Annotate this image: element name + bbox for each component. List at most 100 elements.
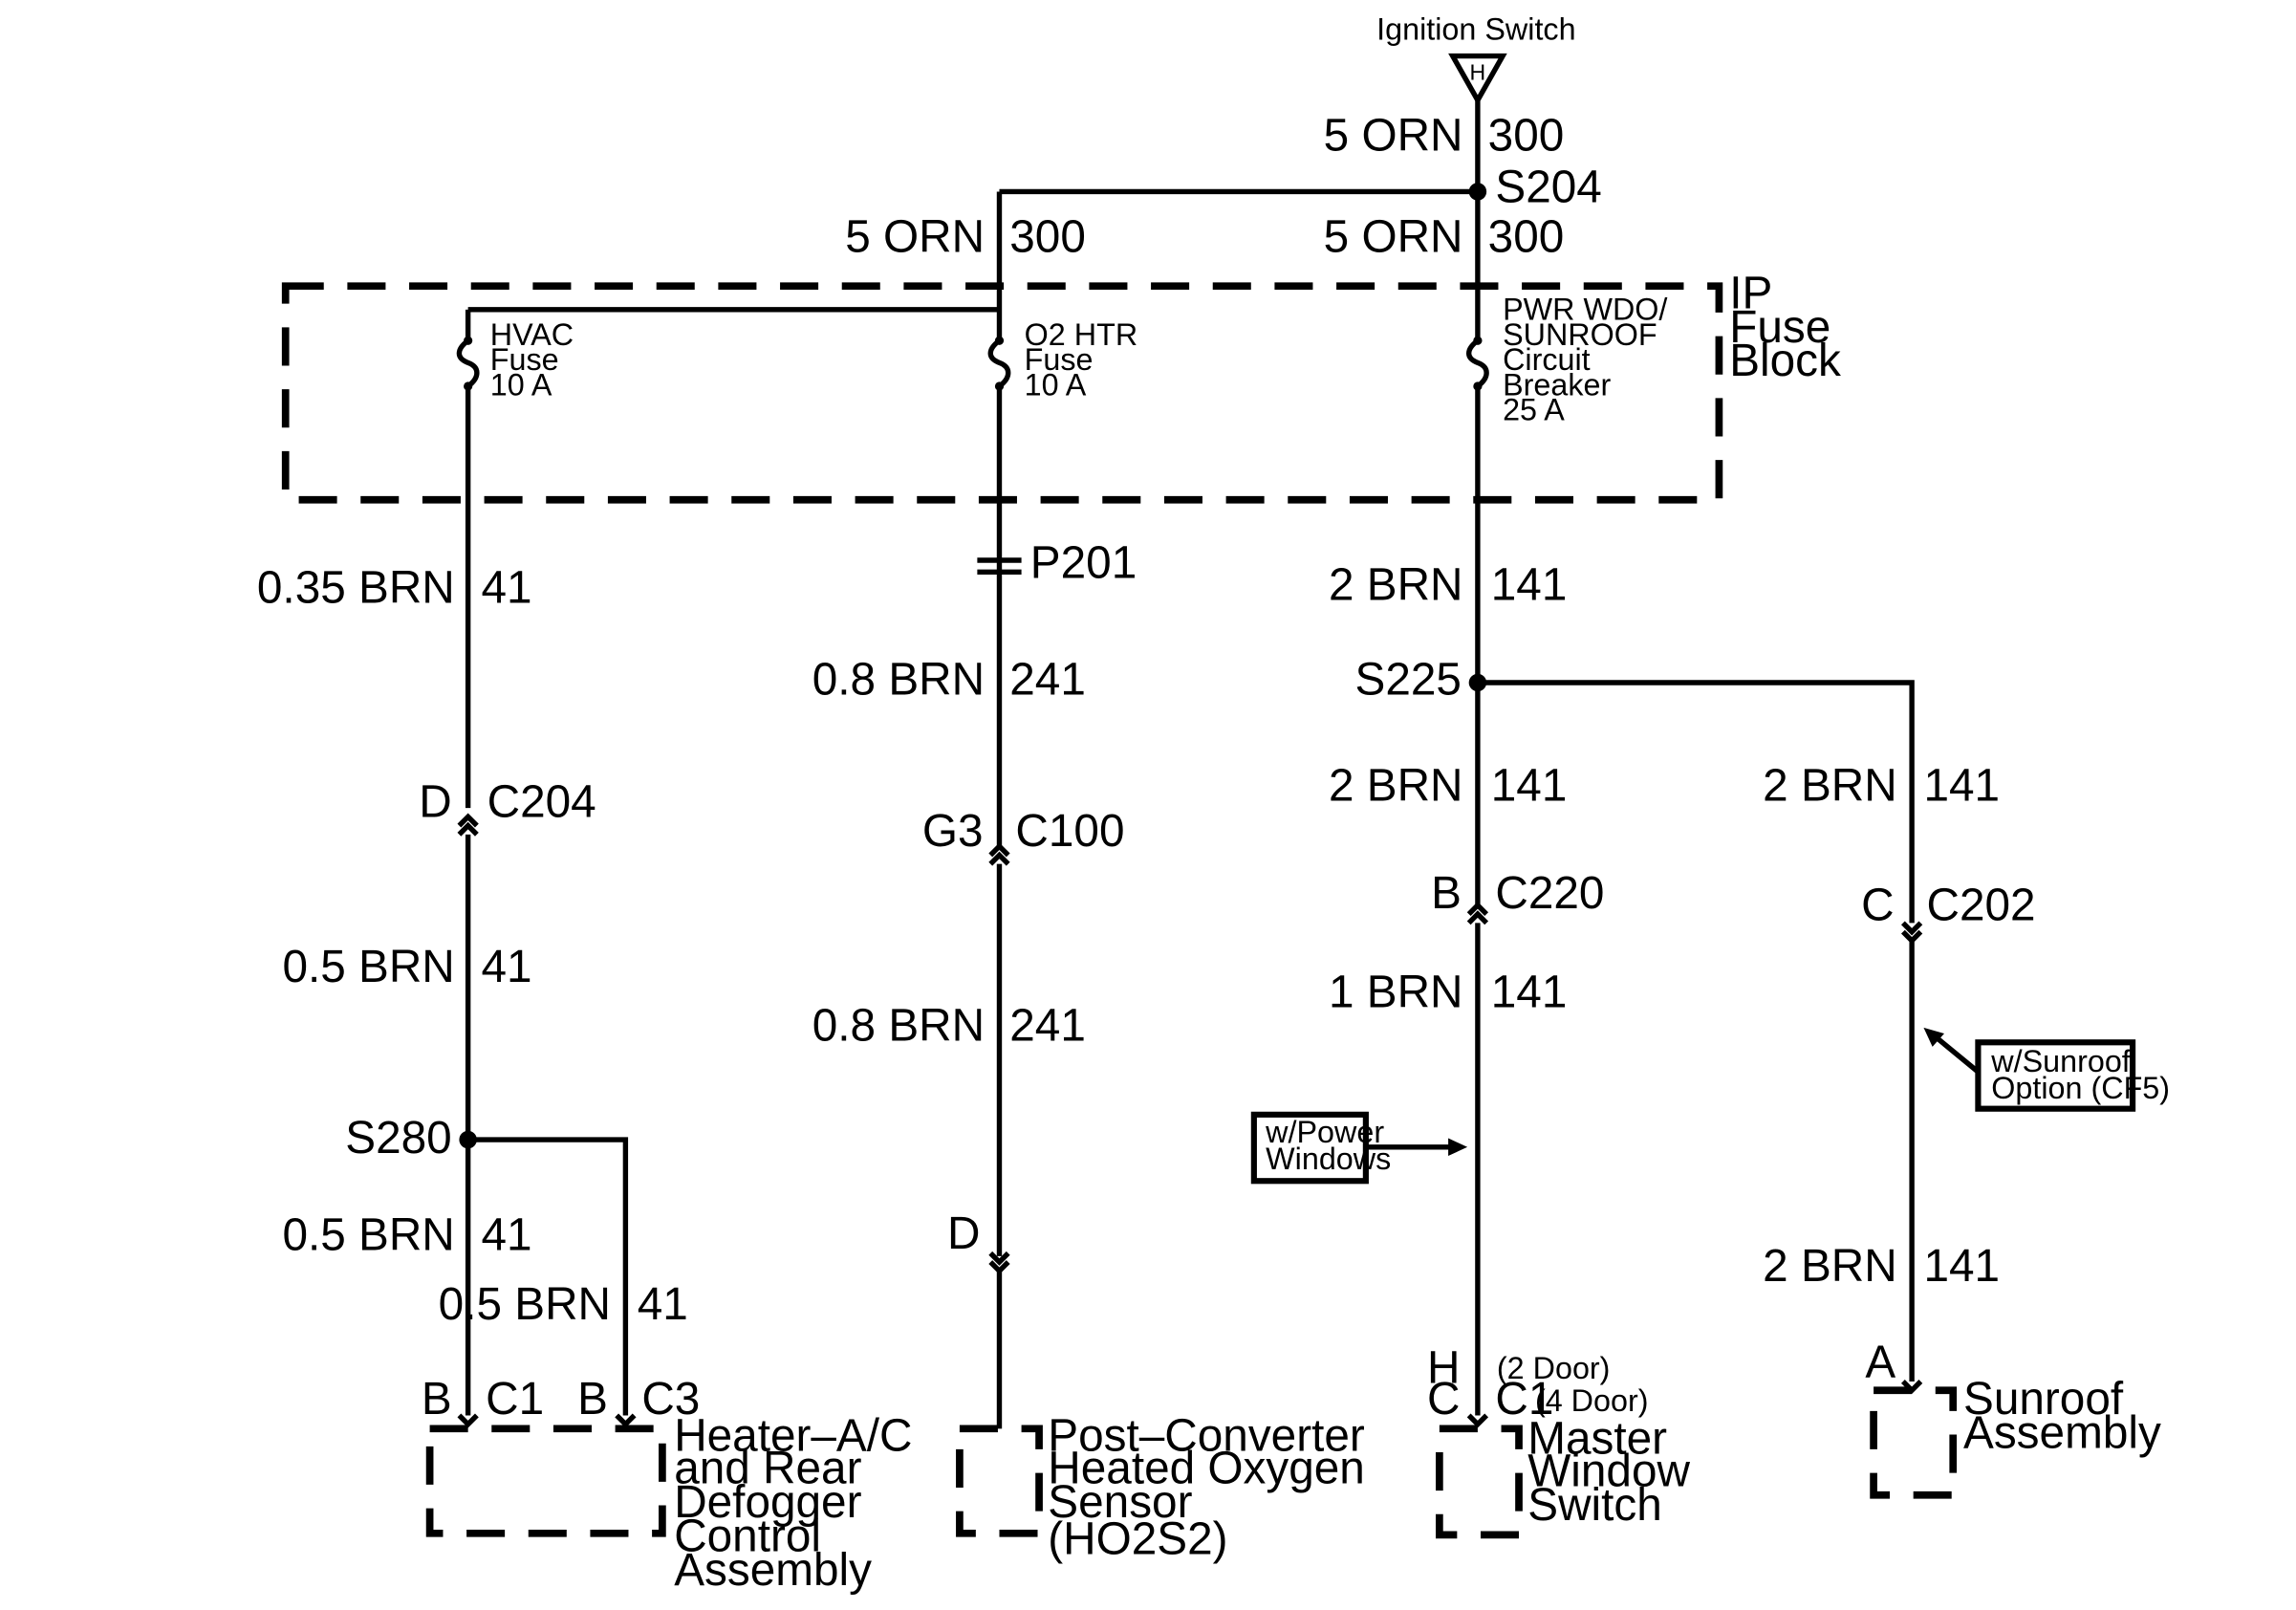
wire-label-sun-b-circuit: 141 — [1923, 1241, 2000, 1292]
note-sunroof-1: w/Sunroof — [1990, 1044, 2132, 1078]
o2-fuse-label-1: O2 HTR — [1025, 317, 1138, 352]
wire-141-sunroof-upper — [1477, 680, 1915, 924]
c100-pin: G3 — [922, 806, 984, 857]
hvac-label-3: Defogger — [674, 1477, 861, 1528]
master-window-switch-box — [1436, 1425, 1523, 1539]
wire-label-o2-b-color: 0.8 BRN — [812, 1001, 985, 1052]
hvac-label-1: Heater–A/C — [674, 1410, 912, 1461]
c204-label: C204 — [487, 776, 596, 827]
wire-label-o2-a-circuit: 241 — [1009, 654, 1086, 705]
wire-label-hvac-c-color: 0.5 BRN — [282, 1210, 454, 1261]
fuse-block-label-1: IP — [1729, 268, 1772, 318]
splice-s280-label: S280 — [345, 1113, 451, 1164]
c204-pin: D — [419, 776, 451, 827]
wire-label-hvac-d-color: 0.5 BRN — [439, 1279, 611, 1330]
breaker-label-3: Circuit — [1503, 342, 1591, 377]
mws-label-1: Master — [1527, 1414, 1667, 1465]
p201-label: P201 — [1030, 537, 1137, 588]
mws-label-2: Window — [1527, 1446, 1690, 1496]
connector-c100-symbol — [988, 842, 1010, 866]
wire-41-hvac-c3-branch — [467, 1137, 629, 1416]
c100-label: C100 — [1015, 806, 1124, 857]
connector-c3-hvac-symbol — [615, 1413, 637, 1428]
o2-fuse-label-3: 10 A — [1025, 367, 1087, 402]
c220-pin: B — [1431, 868, 1462, 919]
ho2s2-label-1: Post–Converter — [1048, 1410, 1365, 1461]
ignition-switch-label: Ignition Switch — [1376, 12, 1575, 47]
wire-label-hvac-d-circuit: 41 — [638, 1279, 688, 1330]
wire-label-pwr-c-circuit: 141 — [1491, 967, 1568, 1017]
o2-end-pin: D — [947, 1208, 980, 1259]
breaker-label-4: Breaker — [1503, 367, 1611, 402]
mws-note-4door: (4 Door) — [1535, 1383, 1649, 1418]
hvac-fuse-label-3: 10 A — [490, 367, 552, 402]
wire-label-sun-a-color: 2 BRN — [1763, 760, 1897, 811]
hvac-control-assembly-box — [425, 1425, 666, 1537]
wire-label-pwr-c-color: 1 BRN — [1329, 967, 1463, 1017]
wire-label-top-color: 5 ORN — [1324, 110, 1463, 161]
note-sunroof-arrow — [1935, 1035, 1981, 1075]
wire-label-top-circuit: 300 — [1488, 110, 1565, 161]
wire-label-pwr-b-color: 2 BRN — [1329, 760, 1463, 811]
wire-label-left-top-color: 5 ORN — [845, 212, 985, 263]
fuse-block-label-2: Fuse — [1729, 302, 1830, 353]
wire-label-pwr-a-color: 2 BRN — [1329, 560, 1463, 611]
o2-fuse-label-2: Fuse — [1025, 342, 1094, 377]
ho2s2-label-4: (HO2S2) — [1048, 1513, 1227, 1564]
wire-label-sun-b-color: 2 BRN — [1763, 1241, 1897, 1292]
pwr-wdo-circuit-breaker-symbol — [1466, 338, 1489, 389]
mws-label-3: Switch — [1527, 1480, 1662, 1531]
sunroof-assembly-box — [1870, 1386, 1958, 1499]
mws-note-2door: (2 Door) — [1497, 1351, 1611, 1385]
ignition-switch-symbol — [1448, 53, 1507, 106]
hvac-label-4: Control — [674, 1511, 821, 1561]
note-sunroof-box — [1975, 1039, 2136, 1112]
c202-pin: C — [1861, 880, 1894, 930]
c220-label: C220 — [1495, 868, 1604, 919]
wire-label-o2-b-circuit: 241 — [1009, 1001, 1086, 1052]
note-sunroof-2: Option (CF5) — [1991, 1071, 2170, 1105]
hvac-label-2: and Rear — [674, 1443, 861, 1493]
sunroof-label-2: Assembly — [1963, 1407, 2161, 1458]
note-sunroof-arrowhead — [1923, 1027, 1945, 1047]
hvac-label-5: Assembly — [674, 1545, 872, 1596]
hvac-fuse-label-2: Fuse — [490, 342, 559, 377]
breaker-label-5: 25 A — [1503, 392, 1565, 426]
wire-label-left-top-circuit: 300 — [1009, 212, 1086, 263]
connector-c220-symbol — [1466, 902, 1489, 925]
breaker-label-1: PWR WDO/ — [1503, 293, 1667, 327]
wire-label-o2-a-color: 0.8 BRN — [812, 654, 985, 705]
splice-s204 — [1468, 183, 1487, 201]
wire-label-hvac-a-color: 0.35 BRN — [257, 563, 455, 614]
wire-label-hvac-b-circuit: 41 — [481, 942, 531, 992]
fuse-block-label-3: Block — [1729, 336, 1841, 386]
ho2s2-sensor-box — [956, 1425, 1043, 1537]
wire-label-right-top-circuit: 300 — [1488, 212, 1565, 263]
wire-label-hvac-a-circuit: 41 — [481, 563, 531, 614]
connector-mws-c1-symbol — [1466, 1413, 1489, 1428]
mws-pin-2door: H — [1427, 1342, 1460, 1393]
splice-s204-label: S204 — [1495, 162, 1601, 212]
ignition-switch-terminal: H — [1470, 59, 1486, 84]
wire-label-hvac-c-circuit: 41 — [481, 1210, 531, 1261]
hvac-c1-label: C1 — [486, 1374, 544, 1425]
connector-c1-hvac-symbol — [457, 1413, 479, 1428]
hvac-c3-label: C3 — [641, 1374, 700, 1425]
wire-label-pwr-b-circuit: 141 — [1491, 760, 1568, 811]
mws-pin-4door: C — [1427, 1374, 1460, 1425]
sun-pin: A — [1865, 1337, 1895, 1387]
connector-c202-symbol — [1900, 921, 1923, 945]
wire-label-right-top-color: 5 ORN — [1324, 212, 1463, 263]
hvac-fuse-symbol — [456, 338, 480, 389]
c202-label: C202 — [1927, 880, 2036, 930]
hvac-fuse-label-1: HVAC — [490, 317, 574, 352]
wire-label-sun-a-circuit: 141 — [1923, 760, 2000, 811]
splice-s225-label: S225 — [1355, 654, 1462, 705]
connector-c204-symbol — [457, 813, 479, 837]
hvac-c3-pin: B — [577, 1374, 608, 1425]
wire-label-pwr-a-circuit: 141 — [1491, 560, 1568, 611]
sunroof-label-1: Sunroof — [1963, 1374, 2124, 1425]
hvac-c1-pin: B — [422, 1374, 452, 1425]
breaker-label-2: SUNROOF — [1503, 317, 1657, 352]
